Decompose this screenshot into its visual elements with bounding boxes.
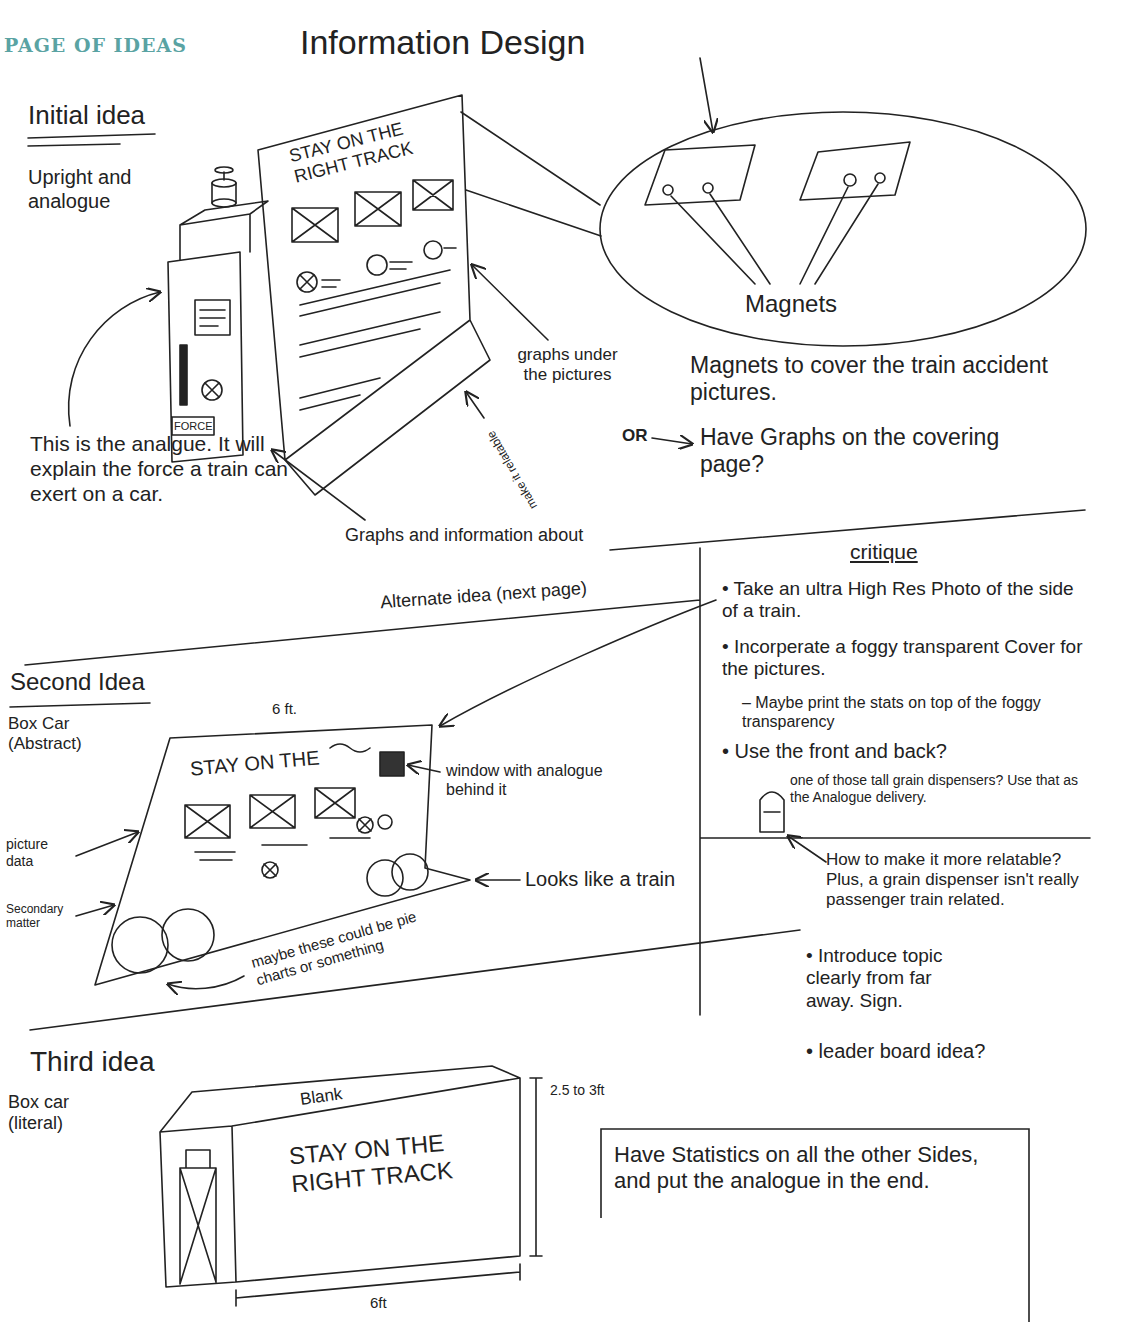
pie-circle: [262, 862, 278, 878]
note-text: Have Graphs on the covering page?: [700, 424, 1040, 478]
idea-subheading: Box car (literal): [8, 1092, 98, 1134]
note-text: This is the analgue. It will explain the…: [30, 432, 315, 506]
idea-subheading: Box Car (Abstract): [8, 714, 103, 754]
magnet-dot: [844, 174, 856, 186]
callout-text: Magnets: [745, 290, 837, 319]
boxcar-literal-sketch: [160, 1066, 520, 1287]
leader-arrow: [700, 58, 713, 132]
leader-arrow: [408, 765, 440, 772]
note-text: picture data: [6, 836, 74, 869]
idea-heading: Initial idea: [28, 100, 145, 131]
train-wheel: [162, 909, 214, 961]
sketch-strokes: [10, 58, 1090, 1306]
dimension-label: 2.5 to 3ft: [550, 1082, 604, 1099]
idea-subheading: Upright and analogue: [28, 166, 148, 213]
train-wheel: [392, 854, 428, 890]
leader-arrow: [440, 600, 716, 726]
board-circle: [367, 255, 387, 275]
tower-cylinder: [212, 179, 236, 187]
note-text: Blank: [299, 1084, 344, 1110]
board-circle: [424, 241, 442, 259]
critique-note: one of those tall grain dispensers? Use …: [790, 772, 1090, 805]
node-outline: [598, 110, 1088, 348]
tower-cylinder: [215, 167, 233, 173]
section-tag: PAGE OF IDEAS: [4, 34, 187, 56]
critique-heading: critique: [850, 540, 918, 565]
board-circle: [297, 272, 317, 292]
dimension-line: [236, 1078, 542, 1306]
force-label: FORCE: [174, 420, 213, 433]
note-text: Secondary matter: [6, 902, 78, 930]
pie-circle: [357, 817, 373, 833]
pie-circle: [378, 815, 392, 829]
critique-bullet: • Incorperate a foggy transparent Cover …: [722, 636, 1092, 681]
tower-cylinder: [212, 199, 236, 207]
critique-bullet: • leader board idea?: [806, 1040, 985, 1064]
force-dial: [202, 380, 222, 400]
idea-heading: Third idea: [30, 1045, 155, 1078]
leader-line: [461, 112, 878, 284]
note-box: Have Statistics on all the other Sides, …: [600, 1128, 1030, 1323]
leader-arrow: [76, 905, 114, 916]
critique-bullet: • Use the front and back?: [722, 740, 947, 764]
note-text: Graphs and information about: [345, 525, 583, 546]
box-outline: [601, 1129, 1029, 1322]
sign-text: STAY ON THE RIGHT TRACK: [288, 1128, 462, 1199]
critique-bullet: • Take an ultra High Res Photo of the si…: [722, 578, 1092, 623]
magnet-dot: [875, 173, 885, 183]
magnet-dot: [663, 185, 673, 195]
analogue-tower-sketch: [168, 172, 268, 462]
note-text: make it relatable: [484, 428, 540, 511]
leader-arrow: [69, 292, 160, 426]
leader-arrow: [788, 836, 826, 862]
note-text: window with analogue behind it: [446, 762, 621, 800]
upright-board-sketch: [258, 95, 490, 495]
sign-text: STAY ON THE: [189, 746, 320, 781]
dimension-label: 6ft: [370, 1294, 387, 1312]
train-wheel: [112, 917, 168, 973]
leader-arrow: [168, 976, 244, 989]
magnet-dot: [703, 183, 713, 193]
dimension-label: 6 ft.: [272, 700, 297, 718]
note-text: Looks like a train: [525, 868, 675, 892]
note-box-text: Have Statistics on all the other Sides, …: [614, 1142, 1016, 1195]
critique-note: How to make it more relatable? Plus, a g…: [826, 850, 1096, 910]
note-text: maybe these could be pie charts or somet…: [249, 897, 461, 989]
leader-arrow: [466, 392, 484, 418]
force-bar: [180, 345, 187, 405]
leader-arrow: [652, 438, 692, 444]
note-text: graphs under the pictures: [515, 345, 620, 385]
analogue-window: [380, 752, 404, 776]
or-label: OR: [622, 426, 648, 446]
idea-heading: Second Idea: [10, 668, 145, 696]
page-title: Information Design: [300, 22, 585, 62]
critique-subbullet: – Maybe print the stats on top of the fo…: [742, 694, 1087, 732]
sign-text: STAY ON THE RIGHT TRACK: [287, 110, 443, 187]
critique-bullet: • Introduce topic clearly from far away.…: [806, 945, 981, 1012]
grain-dispenser-icon: [760, 792, 784, 832]
leader-arrow: [476, 879, 520, 881]
note-text: Alternate idea (next page): [380, 578, 588, 614]
ellipse-outline: [600, 112, 1086, 346]
leader-arrow: [76, 832, 138, 856]
train-wheel: [367, 860, 403, 896]
note-text: Magnets to cover the train accident pict…: [690, 352, 1080, 406]
magnet-callout-ellipse: Magnets: [598, 110, 1088, 348]
leader-arrow: [472, 265, 548, 340]
